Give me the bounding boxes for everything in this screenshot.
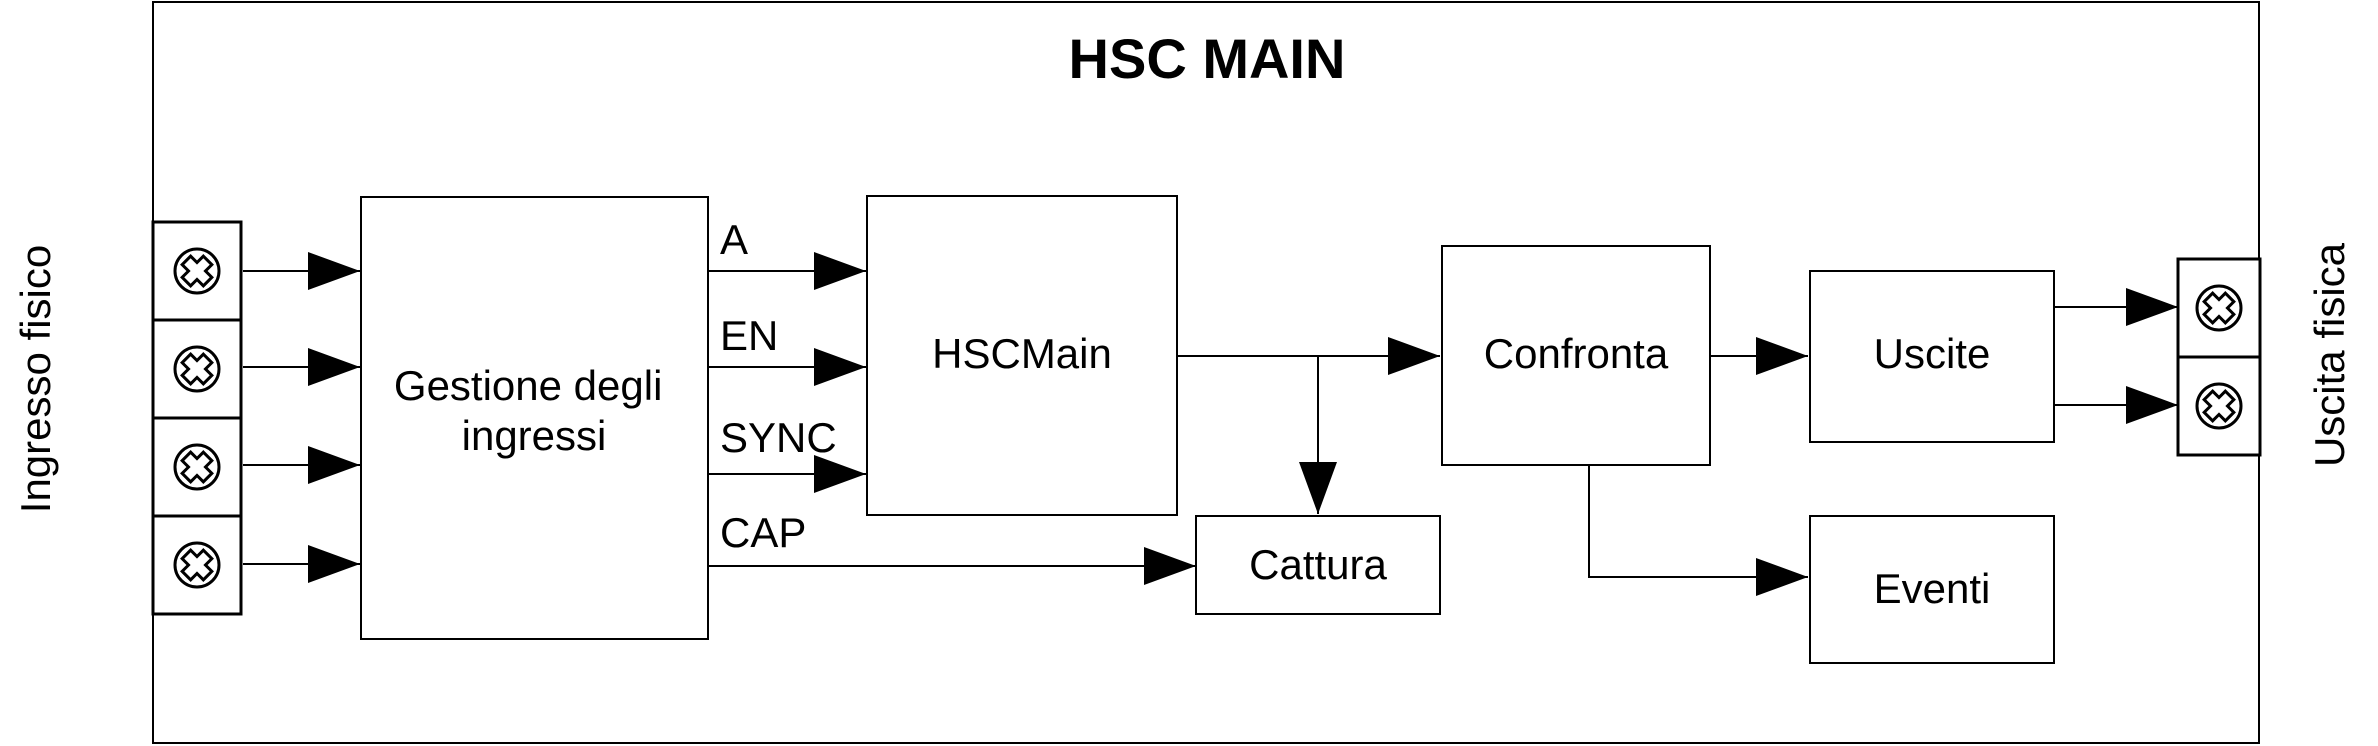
diagram-title: HSC MAIN (1069, 27, 1346, 90)
events-label: Eventi (1874, 565, 1991, 612)
signal-label-a: A (720, 216, 748, 263)
screw-terminal-icon (173, 247, 221, 295)
screw-terminal-icon (2195, 382, 2243, 430)
output-terminal-1 (2176, 257, 2262, 359)
screw-terminal-icon (173, 345, 221, 393)
capture-block (1195, 515, 1441, 615)
compare-block (1441, 245, 1711, 466)
input-terminal-strip (151, 220, 243, 616)
input-management-block (360, 196, 709, 640)
input-management-label: Gestione degli ingressi (394, 362, 674, 459)
input-terminal-2 (151, 318, 243, 420)
signal-label-sync: SYNC (720, 414, 837, 461)
outputs-block (1809, 270, 2055, 443)
screw-terminal-icon (2195, 284, 2243, 332)
capture-label: Cattura (1249, 541, 1387, 588)
compare-label: Confronta (1484, 330, 1669, 377)
screw-terminal-icon (173, 541, 221, 589)
input-side-label: Ingresso fisico (12, 245, 59, 513)
output-side-label: Uscita fisica (2306, 242, 2353, 467)
output-terminal-strip (2176, 257, 2262, 457)
hscmain-label: HSCMain (932, 330, 1112, 377)
input-terminal-3 (151, 416, 243, 518)
input-terminal-1 (151, 220, 243, 322)
outputs-label: Uscite (1874, 330, 1991, 377)
screw-terminal-icon (173, 443, 221, 491)
signal-label-cap: CAP (720, 509, 806, 556)
signal-label-en: EN (720, 312, 778, 359)
events-block (1809, 515, 2055, 664)
input-terminal-4 (151, 514, 243, 616)
output-terminal-2 (2176, 355, 2262, 457)
compare-to-events-wire (1588, 465, 1808, 596)
